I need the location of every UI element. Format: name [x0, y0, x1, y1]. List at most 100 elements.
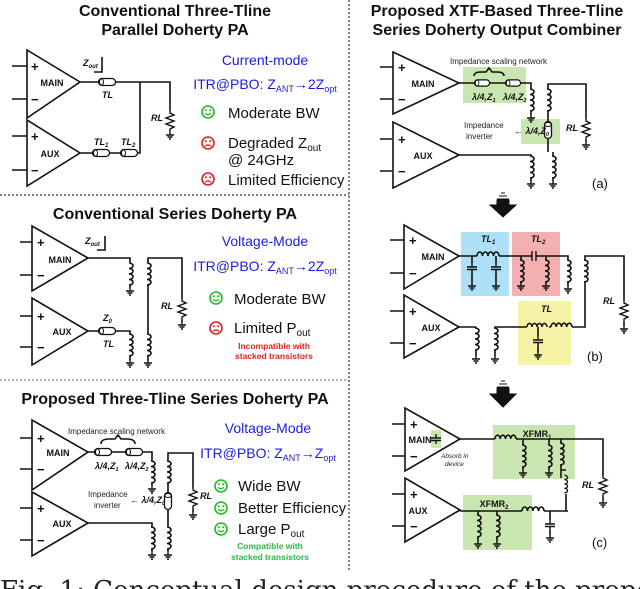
ground-icon [147, 551, 157, 560]
plus-sign: + [37, 501, 45, 516]
minus-sign: − [398, 92, 406, 107]
series-capacitor-icon [531, 251, 537, 261]
smiley-icon [214, 522, 228, 536]
minus-sign: − [31, 163, 39, 178]
smiley-icon [209, 291, 223, 305]
ground-icon [188, 511, 198, 520]
ground-icon [147, 485, 157, 494]
panel-title: Proposed Three-Tline Series Doherty PA [21, 391, 329, 408]
plus-sign: + [409, 233, 417, 248]
ground-icon [581, 141, 591, 150]
tl-lambda4-z1 [93, 447, 113, 457]
tl2-label: λ/4,Z2 [124, 461, 149, 473]
plus-sign: + [31, 59, 39, 74]
minus-sign: − [410, 449, 418, 464]
transformer-primary-coil [529, 155, 535, 179]
ground-icon [563, 285, 573, 294]
tl1-label: TL1 [481, 234, 496, 246]
itr-label: ITR@PBO: ZANT→Zopt [200, 445, 336, 463]
ground-icon [545, 534, 555, 543]
inverter-label-line2: inverter [94, 501, 121, 510]
rl-label: RL [582, 480, 594, 490]
transformer-primary-coil [150, 526, 156, 550]
main-label: MAIN [47, 448, 70, 458]
transformer-primary-coil [150, 460, 156, 484]
main-label: MAIN [49, 255, 72, 265]
z0-label: Z0 [102, 313, 113, 325]
absorb-highlight [431, 430, 441, 448]
ground-icon [598, 499, 608, 508]
scaling-network-label: Impedance scaling network [68, 427, 166, 436]
inverter-highlight [521, 119, 560, 144]
transformer-secondary-coil [166, 460, 172, 484]
incompatible-note: Incompatible with [238, 341, 310, 351]
ground-icon [165, 131, 175, 140]
con-item-line2: @ 24GHz [228, 152, 294, 169]
pro-item: Large Pout [238, 521, 305, 540]
diagram-c: + − + − MAIN AUX Absorb in device XFMR1 … [392, 406, 608, 550]
plus-sign: + [398, 60, 406, 75]
shunt-capacitor-icon [544, 519, 556, 531]
zout-label: Zout [84, 236, 101, 248]
minus-sign: − [37, 533, 45, 548]
panel-xtf-combiner: Proposed XTF-Based Three-Tline Series Do… [371, 3, 629, 550]
transformer-secondary-coil [146, 262, 152, 286]
ground-icon [619, 325, 629, 334]
tl-label: TL [103, 339, 114, 349]
transformer-primary-coil [128, 262, 134, 286]
frown-icon [201, 136, 215, 150]
brace-icon [473, 66, 505, 77]
panel-title-line1: Conventional Three-Tline [79, 3, 271, 20]
plus-sign: + [409, 304, 417, 319]
smiley-icon [201, 105, 215, 119]
load-resistor [619, 299, 629, 323]
rl-label: RL [566, 123, 578, 133]
main-label: MAIN [412, 79, 435, 89]
tl1-label: λ/4,Z1 [471, 92, 496, 104]
plus-sign: + [398, 132, 406, 147]
diagram-a-label: (a) [592, 176, 608, 191]
tl1-label: λ/4,Z1 [94, 461, 119, 473]
diagram-c-label: (c) [592, 535, 607, 550]
diagram-a: + − + − MAIN AUX Impedance scaling netwo… [380, 50, 608, 191]
rl-label: RL [200, 491, 212, 501]
zout-label: Zout [82, 58, 99, 70]
plus-sign: + [37, 309, 45, 324]
zout-arrow-icon [94, 57, 103, 73]
load-resistor [188, 486, 198, 510]
minus-sign: − [37, 268, 45, 283]
ground-icon [177, 321, 187, 330]
mode-label: Voltage-Mode [222, 233, 309, 249]
main-label: MAIN [422, 252, 445, 262]
transmission-line [97, 77, 117, 87]
ground-icon [125, 359, 135, 368]
minus-sign: − [409, 266, 417, 281]
transmission-line-2 [119, 148, 139, 158]
panel-title-line1: Proposed XTF-Based Three-Tline [371, 3, 624, 20]
panel-series-doherty: Conventional Series Doherty PA + − MAIN … [20, 206, 337, 368]
ground-icon [548, 180, 558, 189]
brace-icon [100, 433, 136, 445]
transformer-secondary-coil [546, 88, 552, 112]
aux-label: AUX [408, 506, 427, 516]
panel-parallel-doherty: Conventional Three-Tline Parallel Dohert… [12, 3, 345, 189]
minus-sign: − [398, 164, 406, 179]
transformer-secondary-coil [583, 259, 589, 283]
plus-sign: + [37, 431, 45, 446]
xfmr2-label: XFMR2 [480, 499, 510, 511]
inverter-tl-label: ← λ/4,Z0 [130, 495, 165, 507]
compatible-note-line2: stacked transistors [231, 552, 309, 562]
inverter-tl-label: ← λ/4,Z0 [514, 126, 549, 138]
minus-sign: − [37, 340, 45, 355]
main-amplifier: + − MAIN [20, 224, 90, 293]
aux-label: AUX [413, 151, 432, 161]
figure-caption: Fig. 1: Conceptual design procedure of t… [0, 576, 640, 589]
minus-sign: − [409, 336, 417, 351]
pro-item: Better Efficiency [238, 500, 347, 517]
impedance-inverter-tl [163, 491, 173, 511]
inverter-label: Impedance [88, 490, 128, 499]
aux-amplifier: + − AUX [12, 118, 82, 188]
aux-label: AUX [40, 149, 59, 159]
ground-icon [526, 180, 536, 189]
